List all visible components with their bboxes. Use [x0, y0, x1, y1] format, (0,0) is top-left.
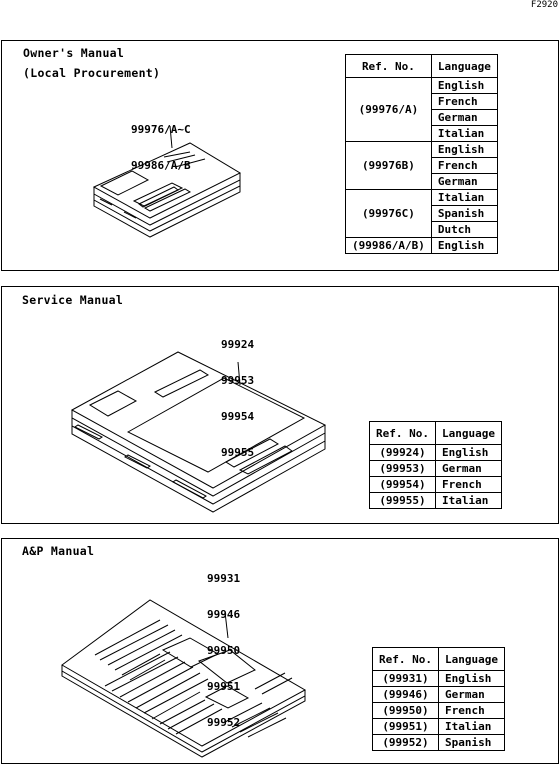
ref-cell: (99946) [372, 686, 439, 703]
ref-cell: (99954) [369, 476, 436, 493]
language-cell: English [434, 444, 502, 461]
part-number: 99924 [221, 338, 255, 351]
ap-manual-panel [1, 538, 559, 764]
language-cell: English [430, 77, 498, 94]
language-cell: German [434, 460, 502, 477]
ref-cell: (99931) [372, 670, 439, 687]
header-language: Language [437, 647, 505, 671]
language-cell: English [430, 237, 498, 254]
language-cell: Dutch [430, 221, 498, 238]
part-number: 99931 [207, 572, 241, 585]
language-cell: English [430, 141, 498, 158]
ap-part-numbers: 99931 99946 99950 99951 99952 [207, 549, 240, 741]
ap-reference-table: Ref. No. Language (99931)English (99946)… [372, 647, 505, 751]
language-cell: German [437, 686, 505, 703]
owners-part-numbers: 99976/A~C 99986/A/B [131, 100, 191, 184]
ref-cell: (99955) [369, 492, 436, 509]
ref-cell: (99950) [372, 702, 439, 719]
header-ref-no: Ref. No. [372, 647, 439, 671]
language-cell: French [437, 702, 505, 719]
figure-id: F2920 [530, 0, 558, 10]
part-number: 99976/A~C [131, 123, 191, 136]
owners-manual-subtitle: (Local Procurement) [23, 66, 161, 80]
language-cell: Italian [434, 492, 502, 509]
ref-cell: (99951) [372, 718, 439, 735]
owners-manual-panel [1, 40, 559, 271]
ap-manual-title: A&P Manual [22, 544, 95, 558]
language-cell: English [437, 670, 505, 687]
part-number: 99952 [207, 716, 241, 729]
language-cell: Italian [430, 189, 498, 206]
service-manual-panel [1, 286, 559, 524]
part-number: 99986/A/B [131, 159, 191, 172]
ref-cell: (99952) [372, 734, 439, 751]
language-cell: Spanish [437, 734, 505, 751]
part-number: 99951 [207, 680, 241, 693]
service-reference-table: Ref. No. Language (99924)English (99953)… [369, 421, 502, 509]
header-ref-no: Ref. No. [369, 421, 436, 445]
language-cell: German [430, 173, 498, 190]
service-manual-title: Service Manual [22, 293, 124, 307]
header-language: Language [434, 421, 502, 445]
language-cell: Spanish [430, 205, 498, 222]
ref-cell: (99976/A) [345, 77, 432, 142]
ref-cell: (99986/A/B) [345, 237, 432, 254]
owners-reference-table: Ref. No. Language (99976/A) English Fren… [345, 54, 498, 254]
part-number: 99955 [221, 446, 255, 459]
ref-cell: (99976C) [345, 189, 432, 238]
part-number: 99946 [207, 608, 241, 621]
ref-cell: (99976B) [345, 141, 432, 190]
owners-manual-title: Owner's Manual [23, 46, 125, 60]
language-cell: Italian [437, 718, 505, 735]
part-number: 99954 [221, 410, 255, 423]
